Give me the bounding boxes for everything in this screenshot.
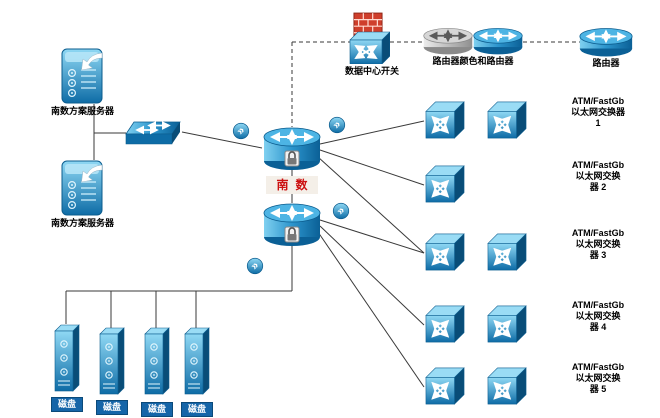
secure-router-icon xyxy=(262,124,322,172)
switch-cube-icon xyxy=(486,232,528,272)
label-line: 以太网交换 xyxy=(575,239,621,249)
switch-cube-icon xyxy=(424,164,466,204)
core-router-node-2 xyxy=(262,200,322,248)
label-line: ATM/FastGb xyxy=(571,362,625,372)
label-line: 器 5 xyxy=(589,384,607,394)
switch-cube-icon xyxy=(486,304,528,344)
switch-cube-icon xyxy=(486,100,528,140)
edge-router-blue-node xyxy=(472,26,524,56)
disk-tower-icon xyxy=(52,322,82,396)
crossbar-switch-icon xyxy=(348,30,390,64)
switch-cube-icon xyxy=(424,366,466,406)
router-pair-label: 路由器颜色和路由器 xyxy=(432,56,514,66)
atm-switch-2a xyxy=(424,164,466,204)
core-router-node-1 xyxy=(262,124,322,172)
atm-switch-3a xyxy=(424,232,466,272)
remote-router-label: 路由器 xyxy=(592,58,620,68)
server-label-2: 南数方案服务器 xyxy=(50,218,114,228)
label-line: ATM/FastGb xyxy=(571,96,625,106)
atm-switch-4b xyxy=(486,304,528,344)
router-gray-icon xyxy=(422,26,474,56)
switch-icon xyxy=(124,120,182,148)
server-node-1 xyxy=(60,48,104,104)
workgroup-switch-node xyxy=(124,120,182,148)
router-icon xyxy=(578,26,634,58)
disk-node-4 xyxy=(182,327,212,397)
label-line: 器 4 xyxy=(589,322,607,332)
label-line: ATM/FastGb xyxy=(571,160,625,170)
label-line: ATM/FastGb xyxy=(571,300,625,310)
switch-cube-icon xyxy=(424,232,466,272)
disk-node-3 xyxy=(142,327,172,397)
label-line: ATM/FastGb xyxy=(571,228,625,238)
label-line: 以太网交换 xyxy=(575,171,621,181)
server-node-2 xyxy=(60,160,104,216)
atm-switch-4a xyxy=(424,304,466,344)
disk-tower-icon xyxy=(182,327,212,397)
edge-router-gray-node xyxy=(422,26,474,56)
disk-node-1 xyxy=(52,322,82,396)
atm-switch-5a xyxy=(424,366,466,406)
datacenter-switch-node xyxy=(348,30,390,64)
atm-switch-label-3: ATM/FastGb 以太网交换 器 3 xyxy=(540,228,656,261)
switch-cube-icon xyxy=(424,100,466,140)
datacenter-switch-label: 数据中心开关 xyxy=(344,66,399,76)
server-icon xyxy=(60,160,104,216)
atm-switch-1a xyxy=(424,100,466,140)
atm-switch-label-2: ATM/FastGb 以太网交换 器 2 xyxy=(540,160,656,193)
packet-icon xyxy=(332,202,350,220)
label-line: 器 3 xyxy=(589,250,607,260)
atm-switch-5b xyxy=(486,366,528,406)
packet-icon xyxy=(328,116,346,134)
packet-icon xyxy=(232,122,250,140)
disk-node-2 xyxy=(97,327,127,397)
disk-label-2: 磁盘 xyxy=(96,400,128,415)
atm-switch-3b xyxy=(486,232,528,272)
label-line: 以太网交换器 xyxy=(570,107,625,117)
core-name-label: 南数 xyxy=(266,176,318,194)
server-label-1: 南数方案服务器 xyxy=(50,106,114,116)
disk-label-3: 磁盘 xyxy=(141,402,173,417)
atm-switch-label-1: ATM/FastGb 以太网交换器 1 xyxy=(540,96,656,129)
switch-cube-icon xyxy=(424,304,466,344)
disk-label-4: 磁盘 xyxy=(181,402,213,417)
secure-router-icon xyxy=(262,200,322,248)
router-icon xyxy=(472,26,524,56)
switch-cube-icon xyxy=(486,366,528,406)
label-line: 以太网交换 xyxy=(575,373,621,383)
packet-icon xyxy=(246,257,264,275)
label-line: 以太网交换 xyxy=(575,311,621,321)
disk-tower-icon xyxy=(142,327,172,397)
server-icon xyxy=(60,48,104,104)
atm-switch-label-4: ATM/FastGb 以太网交换 器 4 xyxy=(540,300,656,333)
disk-tower-icon xyxy=(97,327,127,397)
remote-router-node xyxy=(578,26,634,58)
atm-switch-label-5: ATM/FastGb 以太网交换 器 5 xyxy=(540,362,656,395)
atm-switch-1b xyxy=(486,100,528,140)
label-line: 器 2 xyxy=(589,182,607,192)
label-line: 1 xyxy=(595,118,601,128)
disk-label-1: 磁盘 xyxy=(51,397,83,412)
